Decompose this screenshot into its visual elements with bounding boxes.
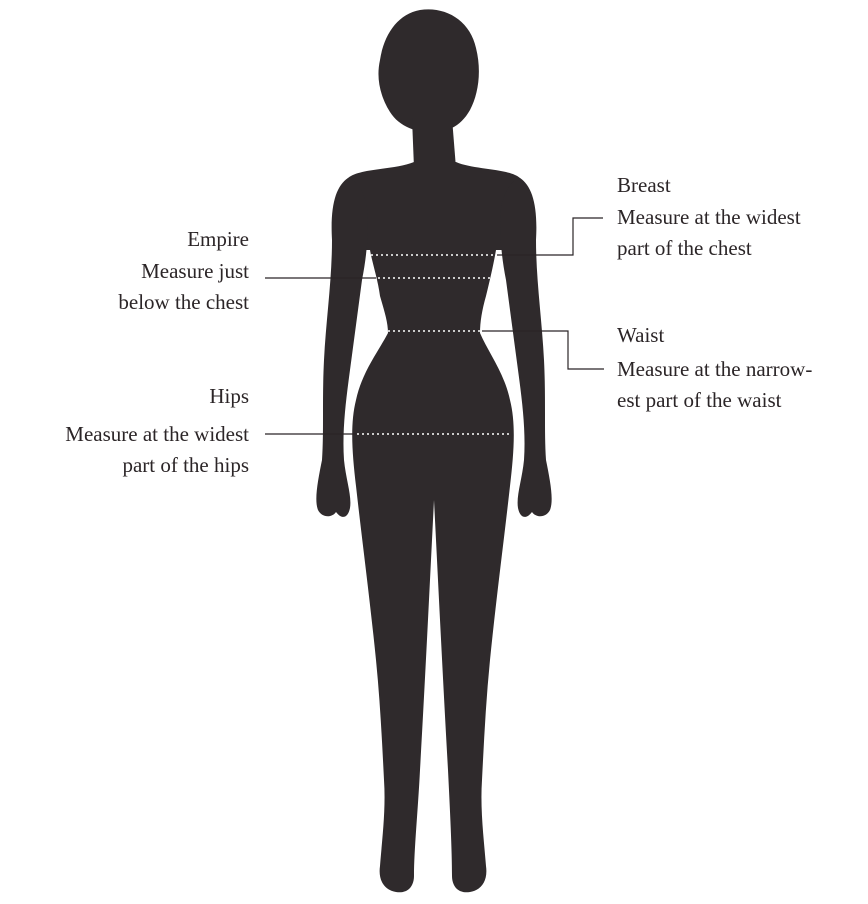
waist-description: Measure at the narrow- est part of the w… <box>617 354 812 416</box>
empire-title: Empire <box>187 224 249 255</box>
empire-description: Measure just below the chest <box>118 256 249 318</box>
neck <box>412 118 456 168</box>
hips-title: Hips <box>209 381 249 412</box>
breast-description: Measure at the widest part of the chest <box>617 202 801 264</box>
head <box>378 9 478 132</box>
hips-description: Measure at the widest part of the hips <box>65 419 249 481</box>
torso-and-legs <box>335 162 532 892</box>
breast-title: Breast <box>617 170 671 201</box>
waist-title: Waist <box>617 320 664 351</box>
body-silhouette <box>316 9 551 892</box>
